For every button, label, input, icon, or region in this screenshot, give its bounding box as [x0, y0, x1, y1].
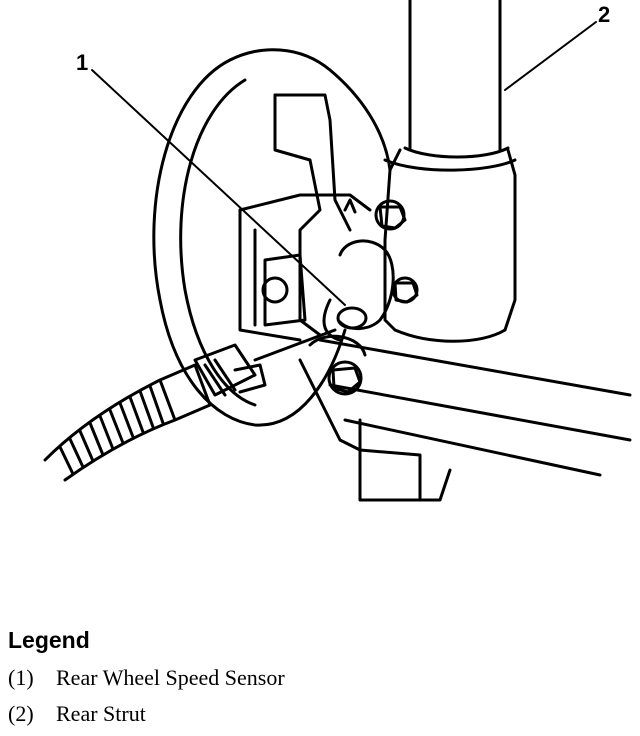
legend-item-number: (2): [8, 701, 34, 726]
callout-1-label: 1: [76, 50, 88, 75]
legend-item-label: Rear Strut: [56, 701, 146, 726]
legend-item-number: (1): [8, 665, 34, 690]
legend: Legend (1) Rear Wheel Speed Sensor (2) Rea…: [8, 626, 628, 732]
wheel-speed-sensor: [322, 198, 395, 342]
sensor-cable: [43, 378, 177, 482]
knuckle-bracket: [238, 93, 372, 342]
legend-item-rear-strut: (2) Rear Strut: [8, 696, 628, 732]
rear-strut: [374, 0, 517, 343]
lower-control-arm: [298, 334, 632, 502]
rear-wheel-speed-sensor-diagram: 1 2: [43, 0, 632, 502]
legend-item-label: Rear Wheel Speed Sensor: [56, 665, 285, 690]
callout-2-label: 2: [598, 2, 610, 27]
callout-1-leader: [91, 69, 346, 306]
legend-item-rear-wheel-speed-sensor: (1) Rear Wheel Speed Sensor: [8, 660, 628, 696]
sensor-connector: [158, 328, 337, 422]
legend-title: Legend: [8, 627, 90, 653]
callout-2-leader: [504, 21, 597, 91]
